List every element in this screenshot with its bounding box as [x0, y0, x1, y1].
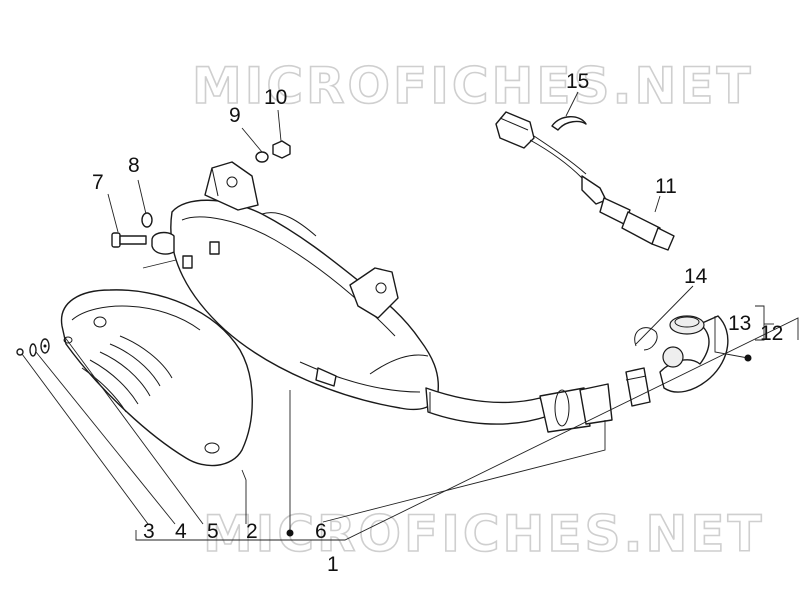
watermark-bottom: MICROFICHES.NET: [203, 505, 765, 563]
pipe-sleeve: [579, 383, 613, 425]
callout-1: 1: [327, 553, 339, 576]
exhaust-elbow: [659, 315, 729, 393]
watermark-top: MICROFICHES.NET: [192, 57, 754, 115]
callout-2: 2: [246, 520, 258, 543]
leader-dot-6: [286, 529, 294, 537]
callout-11: 11: [655, 175, 677, 198]
callout-12: 12: [760, 322, 783, 345]
washer-and-nut: [255, 140, 291, 163]
callout-14: 14: [684, 265, 708, 288]
callout-3: 3: [143, 520, 155, 543]
leader-lines: [21, 91, 799, 541]
callout-7: 7: [92, 171, 104, 194]
callout-4: 4: [175, 520, 187, 543]
shield-fastener-stack: [16, 338, 50, 357]
bolt-and-washer: [111, 212, 153, 248]
sensor-clip: [551, 116, 587, 131]
callout-10: 10: [264, 86, 287, 109]
leader-dot-12: [744, 354, 752, 362]
callout-6: 6: [315, 520, 327, 543]
oxygen-sensor: [495, 111, 675, 251]
callout-5: 5: [207, 520, 219, 543]
circlip: [634, 327, 658, 351]
heat-shield: [60, 289, 253, 467]
muffler-body: [151, 161, 439, 411]
callout-15: 15: [566, 70, 589, 93]
callout-8: 8: [128, 154, 140, 177]
muffler-outlet-pipe: [425, 387, 591, 433]
callout-13: 13: [728, 312, 751, 335]
callout-9: 9: [229, 104, 241, 127]
pipe-clamp: [625, 367, 651, 407]
